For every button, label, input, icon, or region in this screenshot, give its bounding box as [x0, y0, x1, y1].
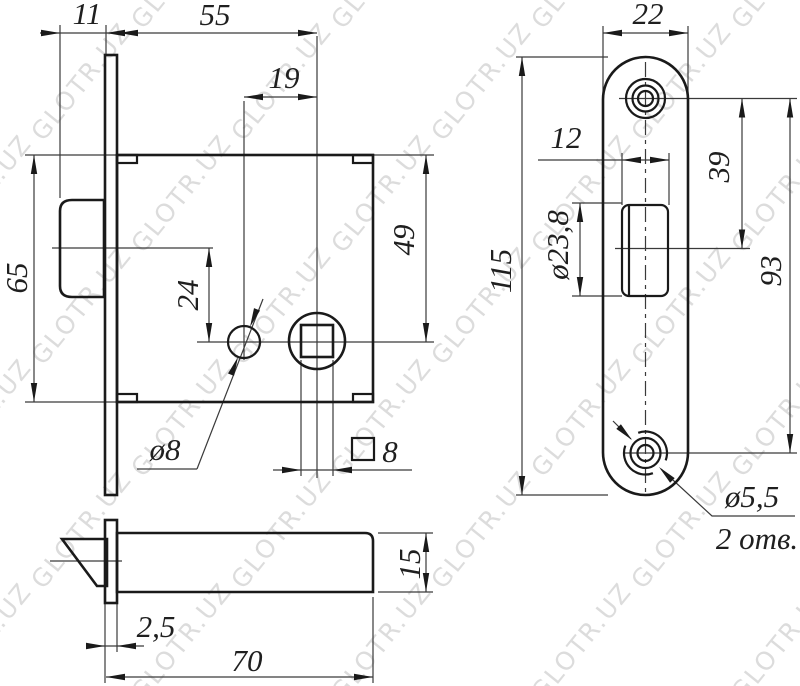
fixing-hole: [226, 324, 262, 360]
bottom-screw-hole: [636, 443, 655, 463]
square-symbol-icon: [350, 436, 376, 462]
dim-label-top-to-spindle: 49: [386, 225, 421, 256]
countersink-arc: [637, 430, 669, 461]
top-screw-hole: [636, 89, 655, 108]
latch-side-view: 15 2,5 70: [50, 518, 433, 683]
dim-label-plate-height: 115: [483, 249, 518, 293]
dim-label-latch-height: 15: [392, 549, 427, 580]
faceplate-edge-front: [103, 53, 119, 497]
faceplate-outline: [601, 55, 690, 497]
dim-label-square-size: 8: [382, 434, 398, 469]
dim-label-hole-diameter: ø8: [149, 432, 182, 467]
dim-label-latch-axis-to-hole: 24: [170, 280, 205, 311]
dim-label-body-height: 65: [0, 263, 34, 294]
latch-bolt-front: [58, 198, 106, 299]
lock-body-front-view: 11 55 19 65 24 49 ø8 8: [0, 0, 434, 497]
top-screw-hole-countersink: [624, 77, 667, 120]
dim-label-latch-width: 12: [551, 120, 582, 155]
faceplate-front-view: 22 12 39 115 ø23,8 93 ø5,5 2 отв.: [483, 0, 798, 556]
countersink-arc: [622, 445, 654, 476]
bottom-screw-hole-rim: [629, 436, 662, 470]
dim-label-plate-width: 22: [633, 0, 664, 31]
dim-label-total-depth: 70: [232, 643, 264, 678]
case-tab-bottom-left: [115, 392, 139, 404]
case-tab-top-left: [115, 153, 139, 165]
dim-label-hole-count: 2 отв.: [716, 521, 798, 556]
dim-label-protrusion: 11: [73, 0, 102, 31]
dim-label-screw-hole-diameter: ø5,5: [724, 479, 779, 514]
dim-label-hole-to-spindle: 19: [269, 60, 300, 95]
spindle-follower-circle: [287, 311, 347, 371]
dim-label-backset: 55: [200, 0, 231, 32]
dim-label-latch-opening: ø23,8: [540, 210, 575, 281]
latch-bevel-tip: [59, 537, 109, 588]
lock-case-body: [115, 153, 375, 404]
latch-through-plate: [620, 203, 670, 298]
dim-label-plate-thickness: 2,5: [137, 609, 176, 644]
spindle-square-hole: [299, 323, 335, 359]
dim-label-screw-to-latch: 39: [701, 152, 736, 184]
latch-bolt-side: [115, 531, 375, 594]
dim-label-screw-spacing: 93: [753, 256, 788, 287]
case-tab-bottom-right: [351, 392, 375, 404]
case-tab-top-right: [351, 153, 375, 165]
